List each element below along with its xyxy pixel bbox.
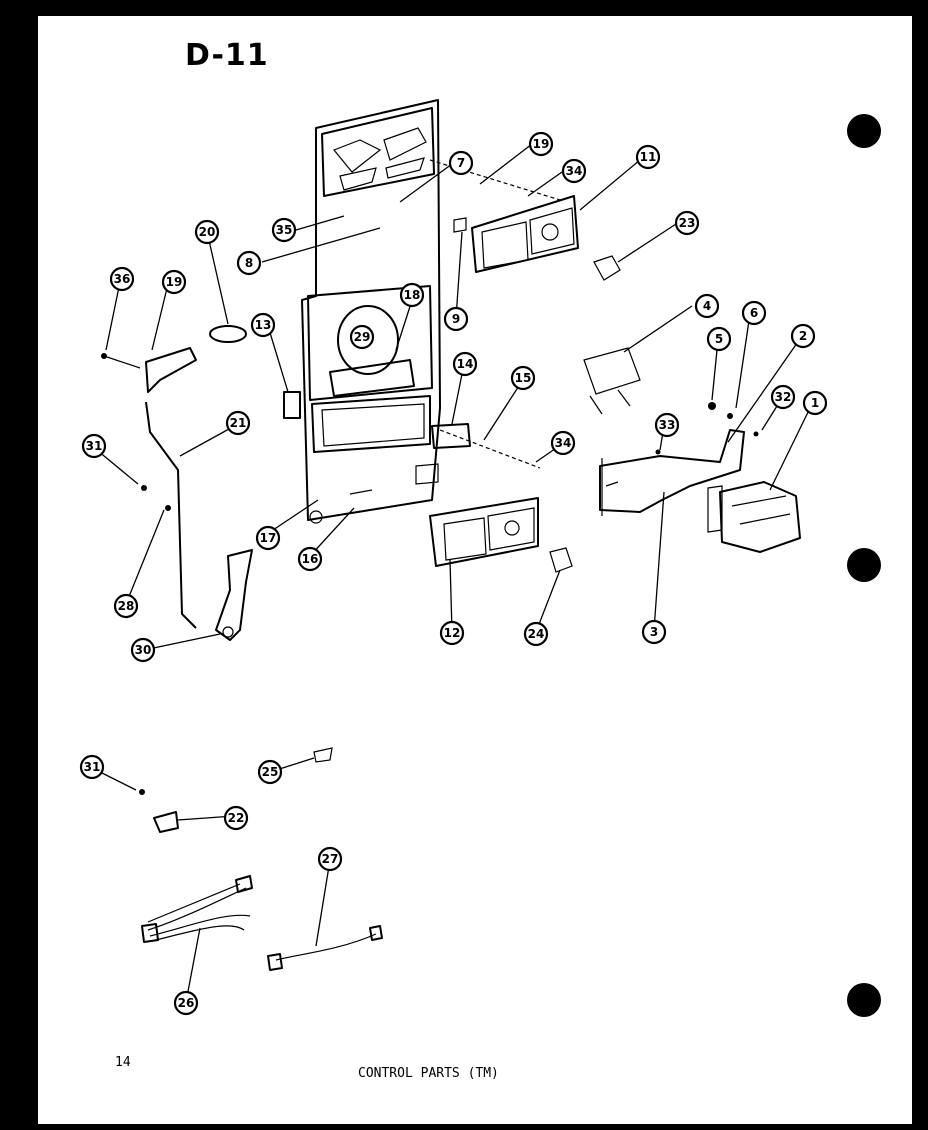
callout-32: 32 <box>770 384 796 410</box>
callout-31-b: 31 <box>79 754 105 780</box>
scan-border-bottom <box>0 1124 928 1130</box>
callout-18: 18 <box>399 282 425 308</box>
page-caption: CONTROL PARTS (TM) <box>358 1066 499 1081</box>
callout-21: 21 <box>225 410 251 436</box>
callout-5: 5 <box>706 326 732 352</box>
leader-lines <box>91 143 813 1003</box>
handle-lever-drawing <box>101 325 253 641</box>
callout-label: 2 <box>799 329 807 343</box>
callout-1: 1 <box>802 390 828 416</box>
bezel-12-drawing <box>415 423 541 567</box>
callout-22: 22 <box>223 805 249 831</box>
callout-label: 15 <box>515 371 532 385</box>
callout-label: 4 <box>703 299 711 313</box>
callout-label: 5 <box>715 332 723 346</box>
callout-31-a: 31 <box>81 433 107 459</box>
scan-border-left <box>0 0 38 1130</box>
callout-30: 30 <box>130 637 156 663</box>
callout-29: 29 <box>349 324 375 350</box>
callout-label: 19 <box>166 275 183 289</box>
callout-label: 3 <box>650 625 658 639</box>
callout-label: 36 <box>114 272 131 286</box>
callout-4: 4 <box>694 293 720 319</box>
callout-label: 32 <box>775 390 792 404</box>
callout-28: 28 <box>113 593 139 619</box>
callout-6: 6 <box>741 300 767 326</box>
callout-label: 25 <box>262 765 279 779</box>
callout-17: 17 <box>255 525 281 551</box>
callout-label: 17 <box>260 531 277 545</box>
callout-label: 11 <box>640 150 657 164</box>
page-code: D-11 <box>185 38 269 73</box>
callout-label: 26 <box>178 996 195 1010</box>
callout-label: 30 <box>135 643 152 657</box>
callout-label: 22 <box>228 811 245 825</box>
callout-16: 16 <box>297 546 323 572</box>
callout-8: 8 <box>236 250 262 276</box>
page-number: 14 <box>115 1055 131 1070</box>
callout-19-b: 19 <box>161 269 187 295</box>
callout-12: 12 <box>439 620 465 646</box>
callout-label: 1 <box>811 396 819 410</box>
callout-7: 7 <box>448 150 474 176</box>
callout-27: 27 <box>317 846 343 872</box>
callout-label: 33 <box>659 418 676 432</box>
callout-label: 23 <box>679 216 696 230</box>
callout-label: 27 <box>322 852 339 866</box>
punch-hole-top <box>847 114 881 148</box>
callout-20: 20 <box>194 219 220 245</box>
callout-label: 14 <box>457 357 474 371</box>
bracket-and-motor-drawing <box>599 402 801 553</box>
callout-34-a: 34 <box>561 158 587 184</box>
callout-26: 26 <box>173 990 199 1016</box>
callout-19-a: 19 <box>528 131 554 157</box>
callout-2: 2 <box>790 323 816 349</box>
control-panel-drawing <box>283 99 441 524</box>
callout-label: 24 <box>528 627 545 641</box>
callout-label: 35 <box>276 223 293 237</box>
callout-9: 9 <box>443 306 469 332</box>
callout-3: 3 <box>641 619 667 645</box>
callout-label: 19 <box>533 137 550 151</box>
callout-label: 20 <box>199 225 216 239</box>
callout-25: 25 <box>257 759 283 785</box>
callout-label: 34 <box>555 436 572 450</box>
callout-label: 31 <box>84 760 101 774</box>
callout-label: 34 <box>566 164 583 178</box>
callout-24: 24 <box>523 621 549 647</box>
callout-label: 12 <box>444 626 461 640</box>
callout-label: 6 <box>750 306 758 320</box>
callout-33: 33 <box>654 412 680 438</box>
callout-36: 36 <box>109 266 135 292</box>
scan-border-right <box>912 0 928 1130</box>
scan-border-top <box>0 0 928 16</box>
callout-label: 8 <box>245 256 253 270</box>
callout-label: 7 <box>457 156 465 170</box>
punch-hole-middle <box>847 548 881 582</box>
callout-label: 28 <box>118 599 135 613</box>
callout-label: 16 <box>302 552 319 566</box>
wire-harness-drawing <box>141 875 383 971</box>
callout-label: 9 <box>452 312 460 326</box>
callout-34-b: 34 <box>550 430 576 456</box>
callout-11: 11 <box>635 144 661 170</box>
callout-label: 29 <box>354 330 371 344</box>
callout-13: 13 <box>250 312 276 338</box>
callout-label: 31 <box>86 439 103 453</box>
punch-hole-bottom <box>847 983 881 1017</box>
callout-14: 14 <box>452 351 478 377</box>
callout-label: 21 <box>230 416 247 430</box>
callout-23: 23 <box>674 210 700 236</box>
relay-4-drawing <box>583 347 641 415</box>
callout-35: 35 <box>271 217 297 243</box>
loose-parts-drawing <box>139 255 621 833</box>
callout-label: 13 <box>255 318 272 332</box>
callout-label: 18 <box>404 288 421 302</box>
callout-15: 15 <box>510 365 536 391</box>
